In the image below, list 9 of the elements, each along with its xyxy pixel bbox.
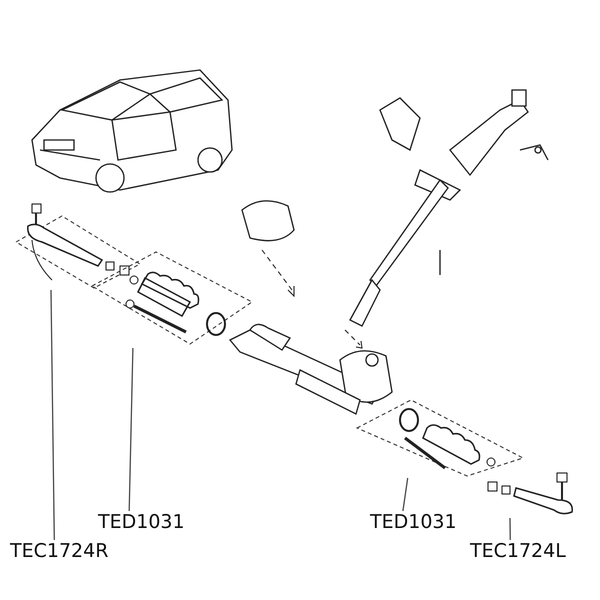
part-number: TEC1724L [470,540,566,562]
part-number: TED1031 [98,511,185,533]
part-number: TEC1724R [10,540,108,562]
leader-line [402,478,408,512]
part-number: TED1031 [370,511,457,533]
leader-line [128,348,134,512]
boot-kit-drawing [355,398,525,478]
leader-line [50,290,55,540]
leader-line [509,518,511,540]
